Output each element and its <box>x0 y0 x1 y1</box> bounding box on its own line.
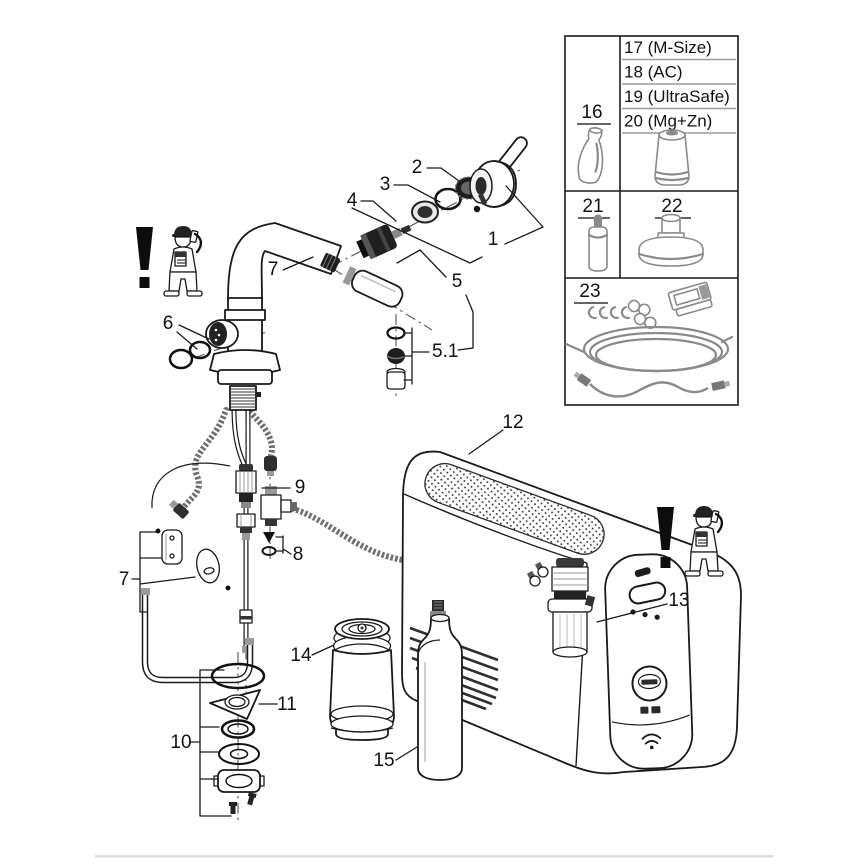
hose-connector-icon <box>627 299 651 317</box>
bolt <box>229 802 237 814</box>
table-cell-23-label: 23 <box>579 281 600 302</box>
bolt <box>247 792 257 806</box>
indicator-dot <box>642 612 648 618</box>
control-panel <box>604 553 694 770</box>
spout-tube-assembly <box>320 253 406 390</box>
washer <box>218 743 260 765</box>
hoses <box>151 410 558 646</box>
spout-threaded-collar <box>320 253 340 273</box>
wall-bracket <box>161 529 183 565</box>
mount-bracket-and-clamp <box>141 528 254 681</box>
handle <box>469 136 528 213</box>
o-ring <box>168 348 194 370</box>
callout-10: 10 <box>170 732 191 753</box>
cartridge <box>356 224 412 260</box>
filter-variant-19: 19 (UltraSafe) <box>624 87 730 106</box>
cable-icon <box>573 371 731 398</box>
oval-button <box>628 581 667 605</box>
bracket-icon <box>667 281 713 317</box>
callout-6: 6 <box>163 313 174 334</box>
callout-3: 3 <box>380 174 391 195</box>
wifi-icon <box>641 733 662 750</box>
callout-5: 5 <box>452 271 463 292</box>
triangle-plate <box>209 689 261 720</box>
handle-explosion <box>356 136 528 260</box>
handle-ball <box>473 205 481 213</box>
warning-call-service-left <box>134 224 204 298</box>
callout-4: 4 <box>347 190 358 211</box>
hose-end-connector <box>168 499 189 519</box>
mounting-clamp <box>213 769 265 793</box>
filter-cartridge-icon <box>654 129 690 186</box>
callout-13: 13 <box>668 590 689 611</box>
screw <box>225 585 231 591</box>
large-o-ring <box>210 662 266 690</box>
threaded-shank <box>229 385 261 411</box>
cone-and-oring-8 <box>261 532 277 556</box>
callout-12: 12 <box>502 412 523 433</box>
table-cell-22-label: 22 <box>661 196 682 217</box>
co2-bottle <box>417 600 463 781</box>
mode-mark <box>640 706 649 714</box>
filter-head-icon <box>637 213 705 267</box>
mounting-stack <box>209 662 266 814</box>
footer-divider <box>95 855 773 858</box>
o-ring <box>188 340 212 360</box>
check-valve <box>235 464 257 508</box>
union-ring <box>224 309 266 321</box>
filter-variant-18: 18 (AC) <box>624 63 683 82</box>
filter-variant-20: 20 (Mg+Zn) <box>624 112 712 131</box>
callout-15: 15 <box>373 750 394 771</box>
hose-kit-icon <box>564 281 734 398</box>
co2-cartridge-icon <box>587 214 609 272</box>
clamp-shell <box>196 548 220 584</box>
callout-14: 14 <box>290 645 312 666</box>
aerator-parts <box>386 326 406 390</box>
callout-7-upper: 7 <box>268 259 279 280</box>
callout-11: 11 <box>277 694 297 715</box>
callout-1: 1 <box>488 229 499 250</box>
seal-ring <box>220 719 256 739</box>
coiled-hose-icon <box>564 325 734 373</box>
callout-5-1: 5.1 <box>432 341 458 362</box>
screw <box>155 528 161 534</box>
warning-call-service-right <box>655 504 725 578</box>
faucet-body <box>209 222 342 411</box>
indicator-dot <box>654 614 660 620</box>
tee-valve <box>260 486 297 526</box>
cooler-unit <box>401 450 742 775</box>
callout-2: 2 <box>412 157 423 178</box>
filter-head-on-cooler <box>526 558 596 658</box>
filter-variant-17: 17 (M-Size) <box>624 38 712 57</box>
mode-mark <box>651 706 661 714</box>
callout-7-lower: 7 <box>119 569 130 590</box>
side-knob-assembly <box>168 319 239 370</box>
table-cell-16-label: 16 <box>581 102 602 123</box>
callout-8: 8 <box>293 544 304 565</box>
parts-table: 16 17 (M-Size) 18 (AC) 19 (UltraSafe) 20… <box>564 35 739 406</box>
leader-lines <box>131 167 668 817</box>
table-cell-21-label: 21 <box>582 196 603 217</box>
outlet-tube <box>342 266 404 308</box>
callout-9: 9 <box>295 477 306 498</box>
ventilation-grille <box>424 462 605 555</box>
small-inline-fitting <box>239 609 253 653</box>
handle-screw <box>478 193 488 206</box>
finisher-bottle-icon <box>577 127 604 184</box>
card-slot <box>634 567 651 578</box>
hose-end-connector <box>264 456 277 471</box>
callout-labels: 2 3 4 1 7 5 6 5.1 12 9 8 7 13 14 11 10 1… <box>119 157 690 771</box>
retaining-ring <box>411 200 439 224</box>
filter-cartridge <box>329 618 395 741</box>
compression-fitting <box>236 513 256 540</box>
